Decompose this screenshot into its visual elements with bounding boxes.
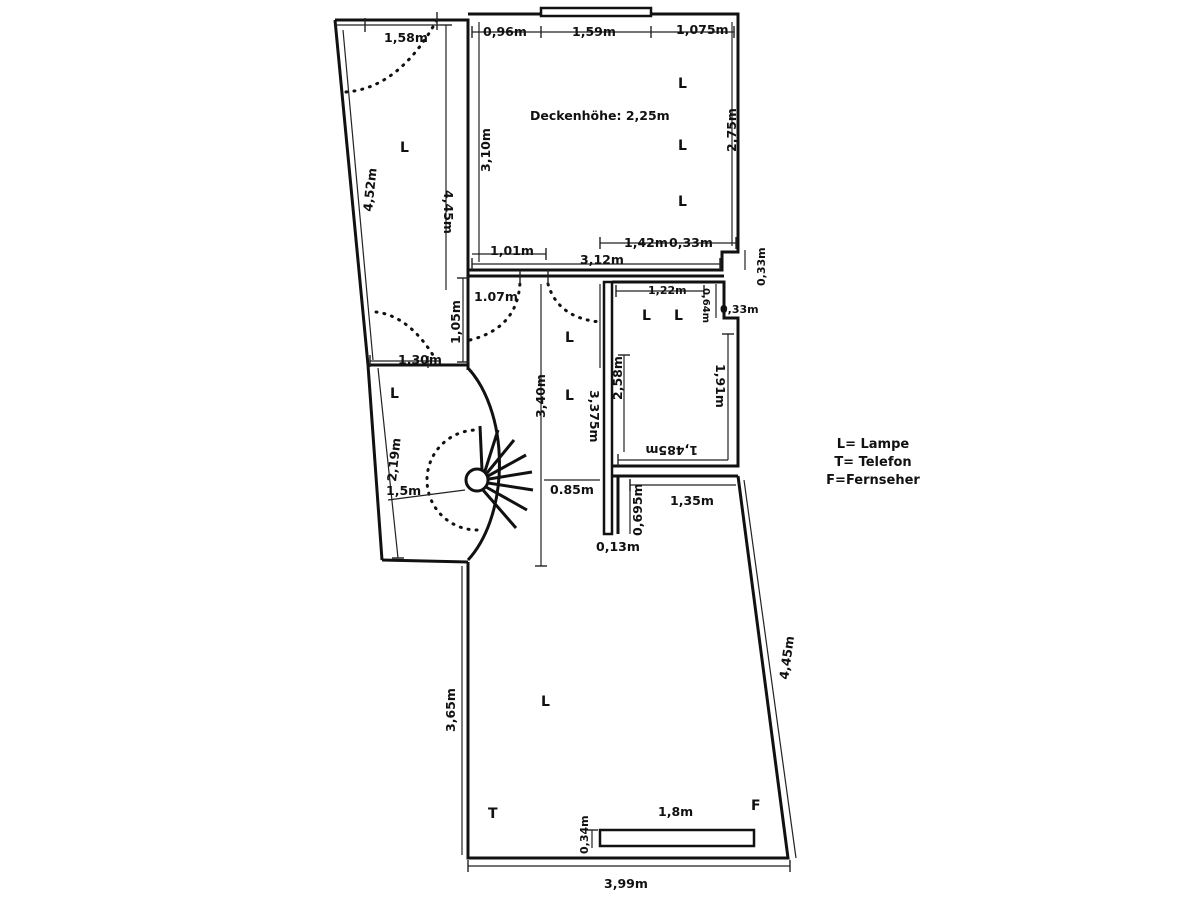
- dim-1-35: 1,35m: [670, 493, 714, 508]
- walls-hall: [466, 274, 724, 536]
- dim-2-19: 2,19m: [384, 437, 404, 482]
- dim-1-075: 1,075m: [676, 22, 729, 37]
- lamp-mark: L: [400, 140, 409, 156]
- phone-mark: T: [488, 806, 498, 822]
- dim-1-58: 1,58m: [384, 30, 428, 45]
- dim-3-12: 3,12m: [580, 252, 624, 267]
- dim-1-22: 1,22m: [648, 284, 687, 297]
- door-swings: [344, 16, 602, 362]
- lamp-mark: L: [565, 330, 574, 346]
- dim-0-34: 0,34m: [578, 815, 591, 854]
- walls-stair: [366, 364, 501, 564]
- lamp-mark: L: [390, 386, 399, 402]
- walls-bottom-room: [466, 475, 790, 860]
- dim-0-33-top: 0,33m: [669, 235, 713, 250]
- dim-4-45-left: 4,45m: [441, 190, 456, 234]
- dim-3-65: 3,65m: [443, 688, 458, 732]
- dim-0-96: 0,96m: [483, 24, 527, 39]
- dim-1-5: 1,5m: [386, 483, 421, 498]
- fixture-marks: L L L L L L L L L L T F: [390, 76, 761, 822]
- dim-1-30: 1,30m: [398, 352, 442, 367]
- dim-0-85: 0.85m: [550, 482, 594, 497]
- dim-3-40: 3,40m: [533, 374, 548, 418]
- dim-1-59: 1,59m: [572, 24, 616, 39]
- dim-3-10: 3,10m: [478, 128, 493, 172]
- legend-tv: F=Fernseher: [826, 473, 920, 488]
- legend-lamp: L= Lampe: [836, 437, 910, 452]
- dim-2-75: 2,75m: [724, 108, 739, 152]
- tv-mark: F: [751, 798, 761, 814]
- dim-4-45-right: 4,45m: [776, 635, 797, 681]
- walls-bathroom: [612, 280, 740, 534]
- dim-3-375: 3,375m: [587, 390, 602, 443]
- dim-1-07: 1.07m: [474, 289, 518, 304]
- dimension-labels: 1,58m 4,52m 4,45m 1,05m 1,30m 0,96m 1,59…: [360, 22, 797, 891]
- lamp-mark: L: [565, 388, 574, 404]
- dim-1-01: 1,01m: [490, 243, 534, 258]
- dim-0-695: 0,695m: [630, 483, 645, 536]
- lamp-mark: L: [678, 138, 687, 154]
- legend-phone: T= Telefon: [834, 455, 912, 470]
- dim-1-8: 1,8m: [658, 804, 693, 819]
- dim-0-33-side: 0,33m: [755, 247, 768, 286]
- dim-1-05: 1,05m: [448, 300, 463, 344]
- walls-left-room: [333, 18, 470, 368]
- dimension-lines: [335, 12, 797, 872]
- legend: L= Lampe T= Telefon F=Fernseher: [818, 436, 928, 490]
- lamp-mark: L: [674, 308, 683, 324]
- walls-top-right-room: [468, 6, 740, 272]
- dim-1-91: 1,91m: [713, 364, 728, 408]
- dim-0-64: 0,64m: [700, 288, 711, 323]
- dim-1-485: 1,485m: [645, 443, 698, 458]
- dim-0-13: 0,13m: [596, 539, 640, 554]
- lamp-mark: L: [541, 694, 550, 710]
- dim-1-42: 1,42m: [624, 235, 668, 250]
- ceiling-height-label: Deckenhöhe: 2,25m: [530, 108, 670, 123]
- lamp-mark: L: [678, 194, 687, 210]
- spiral-staircase: [425, 425, 534, 532]
- lamp-mark: L: [642, 308, 651, 324]
- dim-4-52: 4,52m: [360, 167, 380, 212]
- lamp-mark: L: [678, 76, 687, 92]
- dim-2-58: 2,58m: [610, 356, 625, 400]
- dim-3-99: 3,99m: [604, 876, 648, 891]
- dim-0-33-bath: 0,33m: [720, 303, 759, 316]
